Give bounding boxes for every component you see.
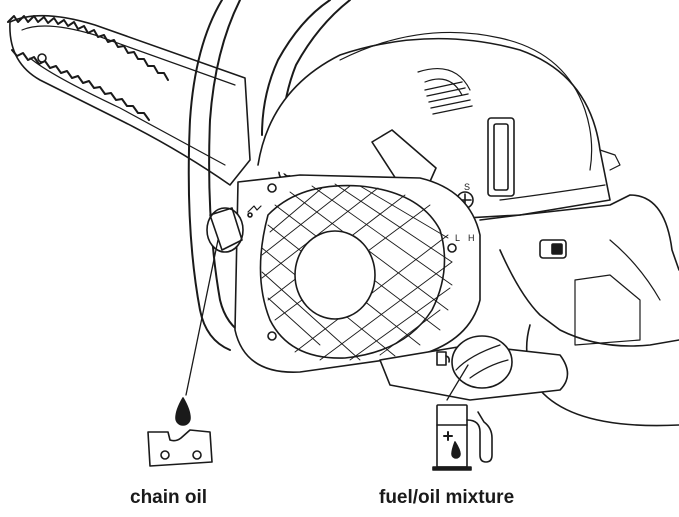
- chain-oil-icon: [148, 398, 212, 466]
- cover-latch: [488, 118, 514, 196]
- fuel-oil-mixture-caption: fuel/oil mixture: [379, 487, 515, 508]
- marker-l-label: L: [455, 233, 461, 243]
- guide-bar: [8, 16, 250, 185]
- fuel-pump-icon: [433, 405, 492, 470]
- flywheel-hub: [295, 231, 375, 319]
- fuel-leader: [447, 365, 468, 400]
- stop-switch: [540, 240, 566, 258]
- engine-housing: [258, 32, 620, 220]
- marker-s-label: S: [464, 182, 471, 192]
- bar-hole: [38, 54, 46, 62]
- chain-oil-caption: chain oil: [130, 487, 208, 508]
- starter-housing: [235, 175, 480, 372]
- cover-vent-slots: [425, 82, 472, 114]
- oil-drop-icon: [176, 398, 190, 425]
- housing-screw: [268, 184, 276, 192]
- fuel-symbol-small: [437, 352, 446, 365]
- oil-tank-cap: [207, 206, 261, 252]
- chain-teeth: [8, 16, 168, 80]
- fuel-tank-cap: [452, 336, 512, 388]
- marker-h-label: H: [468, 233, 475, 243]
- chain-oil-leader: [186, 240, 218, 395]
- chain-link-icon: [148, 430, 212, 466]
- rear-body: [380, 195, 679, 426]
